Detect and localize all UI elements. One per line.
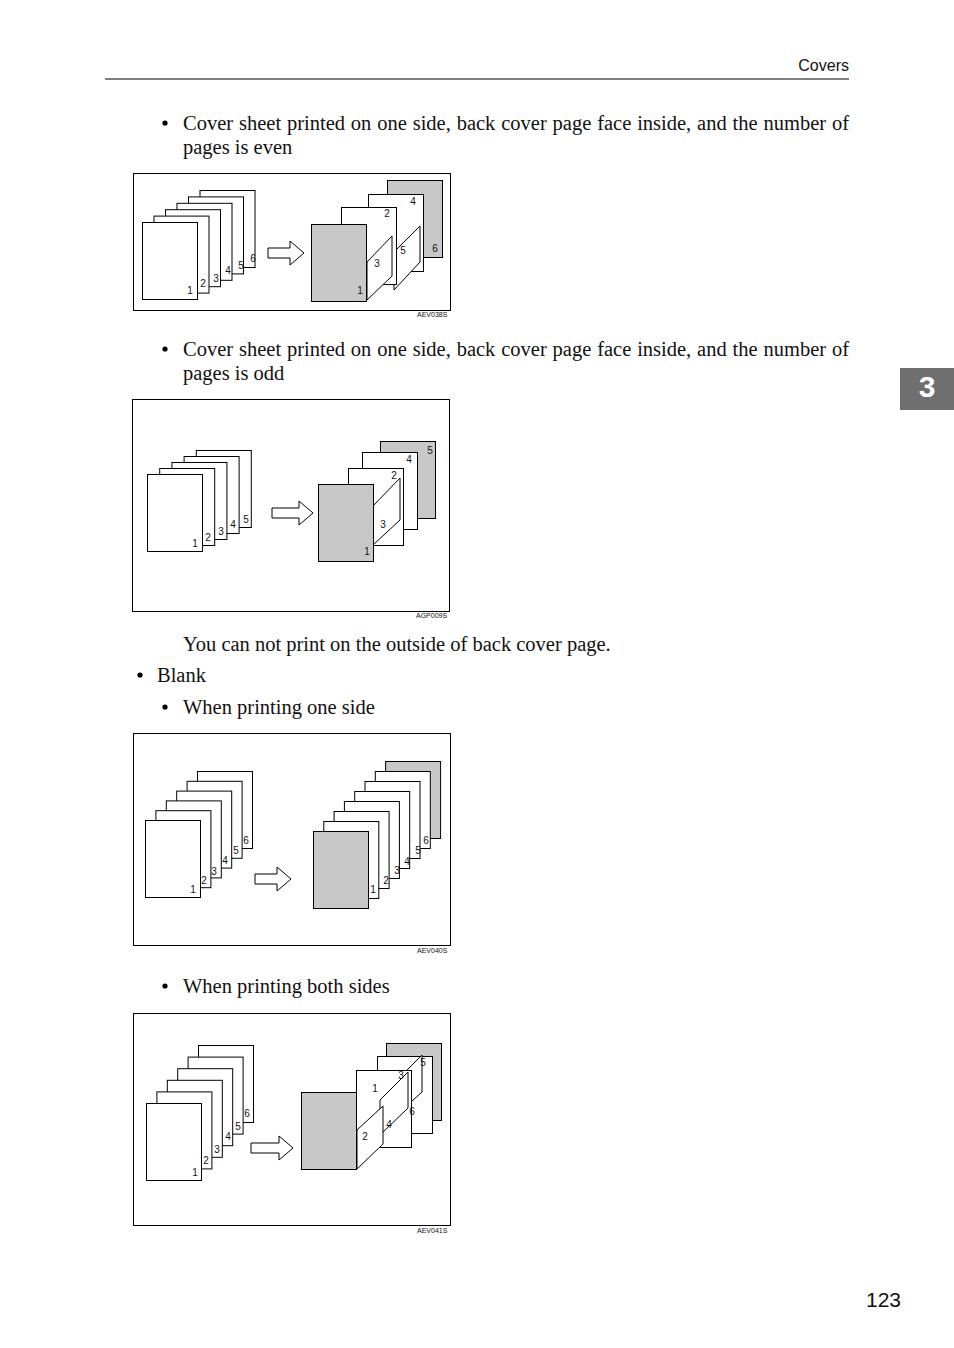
page-number-label: 3 (380, 520, 386, 530)
bullet-text: Blank (157, 663, 457, 687)
page-leaf (394, 226, 420, 290)
page-number-label: 6 (423, 836, 429, 846)
bullet-text: Cover sheet printed on one side, back co… (183, 111, 849, 159)
bullet-text: When printing one side (183, 695, 583, 719)
page-number-label: 1 (370, 885, 376, 895)
page-number-label: 4 (386, 1120, 392, 1130)
page-number-label: 3 (211, 867, 217, 877)
bullet (162, 346, 167, 351)
page-number-label: 4 (225, 1132, 231, 1142)
note-text: You can not print on the outside of back… (183, 632, 849, 656)
page-number-label: 2 (205, 533, 211, 543)
bullet (162, 704, 167, 709)
page-number-label: 2 (384, 209, 390, 219)
page-leaf (373, 478, 400, 545)
page-number-label: 1 (190, 885, 196, 895)
page-number-label: 5 (243, 515, 249, 525)
page-number-label: 4 (410, 197, 416, 207)
page-number-label: 3 (374, 259, 380, 269)
page-number-label: 1 (187, 286, 193, 296)
page-number-label: 1 (357, 286, 363, 296)
page-number-label: 3 (398, 1071, 404, 1081)
page-number-label: 4 (222, 856, 228, 866)
chapter-number: 3 (900, 370, 954, 404)
page-number-label: 3 (213, 274, 219, 284)
page-number-label: 2 (362, 1132, 368, 1142)
page-leaf (380, 1072, 408, 1135)
page-number-label: 5 (238, 261, 244, 271)
page-leaf (367, 236, 392, 300)
page-sheet (146, 821, 201, 898)
page-number-label: 6 (244, 1109, 250, 1119)
page-number-label: 6 (432, 244, 438, 254)
page-number-label: 1 (192, 539, 198, 549)
page-sheet (143, 223, 198, 300)
figure-id: AEV040S (417, 947, 457, 954)
page-number-label: 3 (394, 866, 400, 876)
bullet-text: When printing both sides (183, 974, 583, 998)
page-number-label: 2 (200, 279, 206, 289)
page-sheet (147, 1104, 202, 1181)
bullet (162, 120, 167, 125)
page-number-label: 5 (233, 846, 239, 856)
page-number-label: 1 (364, 547, 370, 557)
page-sheet (148, 475, 203, 552)
page-number-label: 2 (201, 876, 207, 886)
page-number: 123 (866, 1288, 926, 1312)
page-number-label: 4 (230, 520, 236, 530)
page-sheet (314, 832, 369, 909)
chapter-tab (900, 368, 954, 410)
running-header: Covers (700, 57, 849, 75)
figure-id: AGP009S (416, 612, 456, 619)
page-number-label: 5 (235, 1122, 241, 1132)
figure-id: AEV041S (417, 1227, 457, 1234)
page-number-label: 4 (225, 266, 231, 276)
page-leaf (357, 1106, 383, 1169)
page-number-label: 5 (415, 846, 421, 856)
page-number-label: 1 (372, 1084, 378, 1094)
block-arrow (251, 1136, 293, 1160)
page-sheet (302, 1093, 357, 1170)
page-number-label: 5 (427, 446, 433, 456)
bullet (162, 983, 167, 988)
page-number-label: 2 (203, 1156, 209, 1166)
page-number-label: 5 (400, 246, 406, 256)
page-number-label: 6 (243, 836, 249, 846)
figure-id: AEV038S (417, 311, 457, 318)
bullet-text: Cover sheet printed on one side, back co… (183, 337, 849, 385)
page-number-label: 1 (192, 1168, 198, 1178)
page-number-label: 3 (218, 527, 224, 537)
header-rule (105, 79, 849, 80)
page-number-label: 3 (214, 1145, 220, 1155)
page-number-label: 4 (404, 857, 410, 867)
block-arrow (272, 501, 313, 525)
page-number-label: 4 (406, 455, 412, 465)
page-number-label: 5 (420, 1058, 426, 1068)
page-number-label: 2 (391, 471, 397, 481)
page-sheet (357, 1071, 412, 1148)
page-sheet (312, 225, 367, 302)
page-number-label: 6 (250, 254, 256, 264)
page-sheet (319, 485, 374, 562)
page-number-label: 2 (383, 876, 389, 886)
block-arrow (268, 241, 304, 265)
bullet (137, 672, 142, 677)
page-number-label: 6 (409, 1107, 415, 1117)
block-arrow (255, 867, 291, 891)
